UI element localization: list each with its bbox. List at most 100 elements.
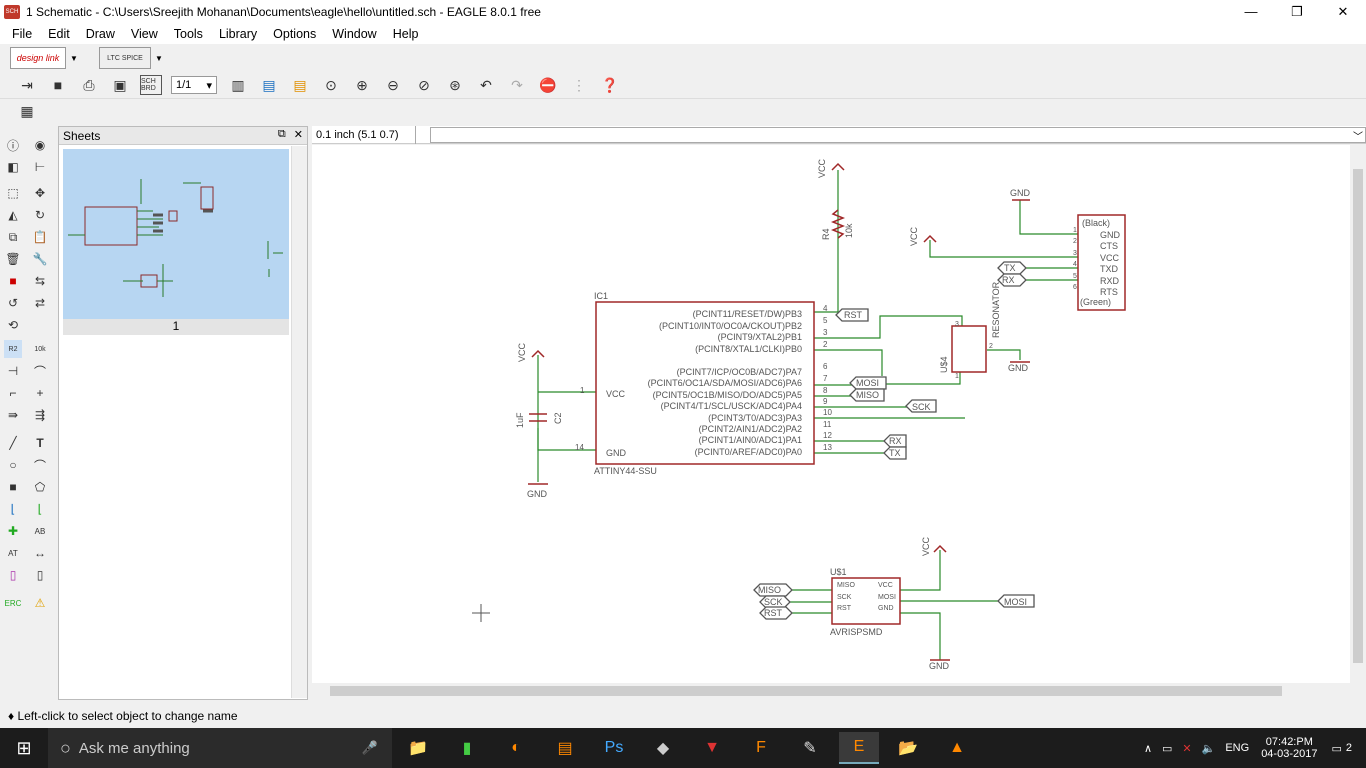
zoom-out-icon[interactable]: ⊖ [387,76,399,93]
pin-swap-icon[interactable]: ⟲ [7,318,19,332]
save-icon[interactable]: ■ [53,77,63,93]
ltspice-button[interactable]: LTC SPICE [99,47,151,69]
go-icon[interactable]: ⋮ [572,76,586,93]
sheets-scrollbar[interactable] [291,146,307,698]
cortana-search-box[interactable]: ○ Ask me anything 🎤 [48,728,392,768]
close-icon[interactable]: ✕ [293,129,303,141]
ulp-icon[interactable]: ▥ [231,76,245,93]
invoke-icon[interactable]: ↺ [7,296,19,310]
blender-icon[interactable]: ◐ [511,739,521,756]
frame-icon[interactable]: ▯ [9,568,17,582]
run-ulp-icon[interactable]: ▤ [293,76,307,93]
vlc-icon[interactable]: ▲ [949,739,965,756]
menu-help[interactable]: Help [392,26,419,41]
miter-icon[interactable]: ⌒ [33,364,46,379]
script-icon[interactable]: ▤ [262,76,276,93]
clock-date[interactable]: 04-03-2017 [1261,748,1318,760]
display-icon[interactable]: ◧ [7,160,19,174]
junction-icon[interactable]: ✚ [7,524,19,538]
bus-draw-icon[interactable]: ⌊ [10,502,16,516]
rotate-icon[interactable]: ↻ [34,208,46,222]
zoom-fit-icon[interactable]: ⊙ [325,76,337,93]
label-icon[interactable]: AB [34,526,46,536]
erc-icon[interactable]: ERC [4,598,22,608]
menu-options[interactable]: Options [273,26,317,41]
polygon-icon[interactable]: ⬠ [34,480,46,494]
stop-icon[interactable]: ⛔ [539,76,557,93]
scroll-thumb[interactable] [1353,169,1363,663]
wrench-icon[interactable]: 🔧 [32,252,48,266]
tool-icon[interactable]: ✎ [803,740,817,757]
volume-icon[interactable]: 🔈 [1201,742,1216,755]
restore-button[interactable]: ❐ [1291,3,1303,19]
module-icon[interactable]: ▯ [36,568,44,582]
menu-library[interactable]: Library [218,26,258,41]
help-icon[interactable]: ❓ [601,76,619,93]
folder-icon[interactable]: 📂 [898,740,918,757]
language[interactable]: ENG [1225,742,1250,754]
text-icon[interactable]: T [36,436,44,450]
pdf-icon[interactable]: ▤ [557,740,573,757]
cam-icon[interactable]: ▣ [113,76,127,93]
chevron-down-icon[interactable]: ▼ [155,53,163,63]
sch-brd-switch-icon[interactable]: SCH BRD [140,75,162,95]
photoshop-icon[interactable]: Ps [604,739,624,756]
sheet-select[interactable]: 1/1▾ [171,76,217,94]
select-icon[interactable]: ⬚ [7,186,19,200]
mark-icon[interactable]: ⊢ [34,160,46,174]
circle-icon[interactable]: ○ [9,458,17,472]
smash-icon[interactable]: ⊣ [7,364,19,378]
move-icon[interactable]: ✥ [34,186,46,200]
open-icon[interactable]: ⇥ [21,76,33,93]
value-icon[interactable]: 10k [34,345,46,353]
print-icon[interactable]: ⎙ [83,76,95,93]
delete-icon[interactable]: 🗑 [5,252,21,266]
menu-tools[interactable]: Tools [173,26,203,41]
command-input[interactable]: ﹀ [430,127,1366,143]
horizontal-scrollbar[interactable] [312,683,1350,699]
warning-icon[interactable]: ⚠ [34,596,46,610]
paste-icon[interactable]: 📋 [32,230,48,244]
grid-icon[interactable]: ▦ [20,103,34,119]
split-icon[interactable]: ⌐ [9,386,17,400]
windows-start-icon[interactable]: ⊞ [16,737,32,758]
zoom-select-icon[interactable]: ⊛ [449,76,461,93]
chevron-down-icon[interactable]: ▼ [70,53,78,63]
arc-icon[interactable]: ⌒ [33,458,46,473]
info-icon[interactable]: ⓘ [6,138,19,153]
bus-icon[interactable]: ⇶ [34,408,46,422]
schematic-canvas[interactable]: IC1 ATTINY44-SSU VCC GND 1 14 (PCINT11/R… [312,145,1350,683]
eagle-taskbar-icon[interactable]: E [839,732,879,764]
menu-draw[interactable]: Draw [85,26,115,41]
dimension-icon[interactable]: ↔ [34,546,46,560]
app-icon[interactable]: ▼ [704,739,720,756]
menu-file[interactable]: File [12,26,33,41]
inkscape-icon[interactable]: ◆ [656,740,670,757]
menu-window[interactable]: Window [332,26,377,41]
optimize-icon[interactable]: + [36,386,44,400]
close-button[interactable]: ✕ [1337,3,1349,19]
menu-edit[interactable]: Edit [48,26,70,41]
battery-icon[interactable]: ▭ [1162,742,1173,755]
database-icon[interactable]: ▮ [462,740,472,757]
add-icon[interactable]: ■ [9,274,17,288]
zoom-redraw-icon[interactable]: ⊘ [418,76,430,93]
line-icon[interactable]: ╱ [9,436,17,450]
gate-swap-icon[interactable]: ⇄ [34,296,46,310]
microphone-icon[interactable]: 🎤 [361,740,378,755]
wire-icon[interactable]: ⌊ [37,502,43,516]
float-icon[interactable]: ⧉ [277,128,286,140]
show-icon[interactable]: ◉ [34,138,46,152]
minimize-button[interactable]: — [1244,4,1258,19]
rect-icon[interactable]: ■ [9,480,17,494]
redo-icon[interactable]: ↷ [511,76,523,93]
net-icon[interactable]: ⇛ [7,408,19,422]
network-icon[interactable]: ✕ [1182,742,1192,755]
file-explorer-icon[interactable]: 📁 [408,740,428,757]
chevron-down-icon[interactable]: ﹀ [1353,132,1363,143]
mirror-icon[interactable]: ◭ [8,208,18,222]
replace-icon[interactable]: ⇆ [34,274,46,288]
menu-view[interactable]: View [130,26,158,41]
name-icon[interactable]: R2 [4,340,22,358]
zoom-in-icon[interactable]: ⊕ [356,76,368,93]
